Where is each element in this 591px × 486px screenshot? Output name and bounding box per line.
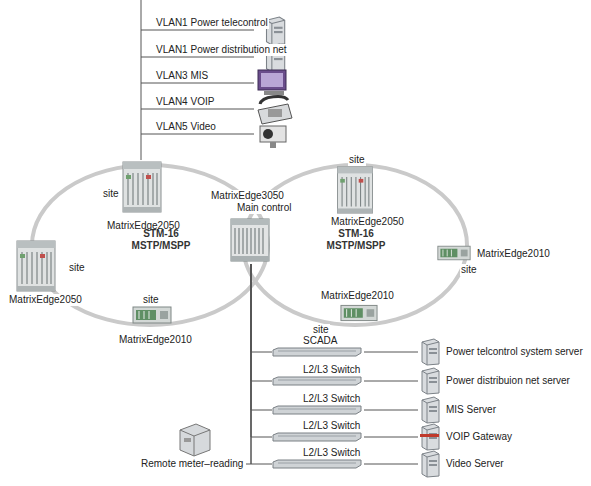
- matrixedge2050-icon: [17, 241, 55, 291]
- site-node: MatrixEdge2010 site: [436, 244, 554, 278]
- node-label: Power distribuion net server: [445, 375, 571, 387]
- switch-icon: [273, 348, 361, 356]
- node-label: SCADA: [302, 335, 338, 347]
- matrixedge2050-icon: [337, 167, 372, 213]
- node-label: site: [142, 294, 160, 306]
- node-label: MatrixEdge2010: [118, 334, 193, 346]
- matrixedge2010-icon: [341, 305, 377, 320]
- switch-node: L2/L3 Switch: [272, 393, 364, 417]
- gateway-icon: [420, 424, 439, 450]
- node-label: MatrixEdge2050: [330, 216, 405, 228]
- network-link: [364, 410, 418, 411]
- vlan-label: VLAN4 VOIP: [155, 96, 215, 108]
- node-label: site: [460, 264, 478, 276]
- network-link: [364, 381, 418, 382]
- site-node: MatrixEdge2010site: [312, 290, 398, 338]
- switch-icon: [273, 406, 361, 414]
- network-link: [246, 264, 251, 464]
- node-label: Power telcontrol system server: [445, 346, 584, 358]
- node-label: MatrixEdge2010: [320, 290, 395, 302]
- node-label: Main control: [236, 202, 292, 214]
- node-label: Remote meter–reading: [140, 458, 244, 470]
- node-label: L2/L3 Switch: [302, 364, 361, 376]
- camera-icon: [260, 126, 286, 148]
- server-node: Power telcontrol system server: [418, 337, 586, 365]
- site-node: siteMatrixEdge2050: [328, 152, 414, 229]
- node-label: Video Server: [445, 458, 505, 470]
- server-node: VOIP Gateway: [418, 422, 586, 450]
- server-icon: [422, 397, 439, 423]
- ring-label: STM-16 MSTP/MSPP: [120, 228, 202, 252]
- node-label: MIS Server: [445, 404, 497, 416]
- node-label: site: [348, 154, 366, 166]
- node-label: L2/L3 Switch: [302, 447, 361, 459]
- server-node: MIS Server: [418, 395, 586, 423]
- site-node: siteMatrixEdge2050: [100, 160, 186, 233]
- server-icon: [422, 451, 439, 477]
- network-link: [251, 264, 272, 352]
- main-control-node: MatrixEdge3050Main control: [208, 188, 294, 264]
- node-label: MatrixEdge2050: [8, 294, 83, 306]
- vlan-label: VLAN1 Power telecontrol: [155, 17, 269, 29]
- node-label: L2/L3 Switch: [302, 420, 361, 432]
- server-icon: [422, 339, 439, 365]
- switch-node: SCADA: [272, 335, 364, 359]
- network-link: [251, 264, 272, 381]
- switch-icon: [273, 460, 361, 468]
- node-label: site: [68, 262, 86, 274]
- phone-icon: [258, 97, 292, 124]
- switch-node: L2/L3 Switch: [272, 447, 364, 471]
- site-node: siteMatrixEdge2050: [6, 240, 92, 307]
- network-link: [364, 464, 418, 465]
- pc-icon: [258, 70, 286, 95]
- meter-icon: [180, 424, 210, 456]
- telecontrol-icon: [267, 17, 285, 45]
- network-link: [364, 352, 418, 353]
- node-label: VOIP Gateway: [445, 431, 513, 443]
- network-link: [251, 264, 272, 410]
- server-node: Video Server: [418, 449, 586, 477]
- switch-icon: [273, 377, 361, 385]
- matrixedge3050-icon: [231, 219, 269, 261]
- network-link: [251, 264, 272, 437]
- vlan-label: VLAN1 Power distribution net: [155, 44, 288, 56]
- switch-node: L2/L3 Switch: [272, 364, 364, 388]
- matrixedge2010-icon: [438, 246, 470, 260]
- matrixedge2010-icon: [133, 307, 171, 323]
- ring-label: STM-16 MSTP/MSPP: [315, 228, 397, 252]
- node-label: MatrixEdge3050: [210, 190, 285, 202]
- server-icon: [422, 368, 439, 394]
- node-label: L2/L3 Switch: [302, 393, 361, 405]
- site-node: siteMatrixEdge2010: [118, 292, 202, 348]
- network-link: [251, 264, 272, 464]
- matrixedge2050-icon: [123, 162, 161, 212]
- switch-node: L2/L3 Switch: [272, 420, 364, 444]
- node-label: MatrixEdge2010: [476, 248, 551, 260]
- vlan-label: VLAN3 MIS: [155, 70, 209, 82]
- server-node: Power distribuion net server: [418, 366, 586, 394]
- stm16-ring: [243, 165, 467, 325]
- remote-meter-node: Remote meter–reading: [138, 422, 246, 471]
- network-link: [364, 437, 418, 438]
- vlan-label: VLAN5 Video: [155, 121, 217, 133]
- switch-icon: [273, 433, 361, 441]
- node-label: site: [102, 188, 120, 200]
